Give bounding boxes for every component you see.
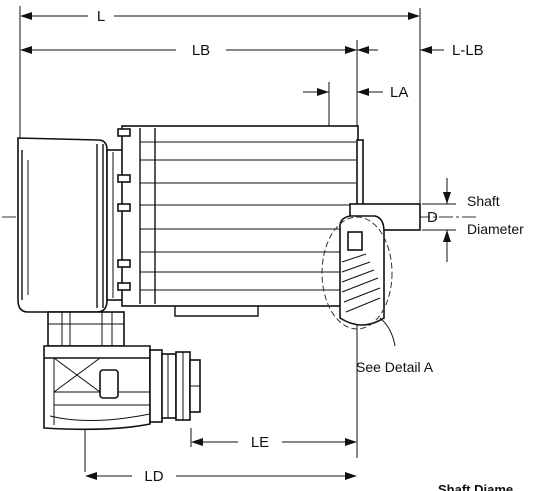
dimension-LA: LA: [303, 84, 408, 101]
connector-elbow: [43, 345, 151, 431]
motor-flange-ring: [106, 149, 124, 301]
dimension-D-label: D: [427, 209, 438, 226]
shaft-label-line1: Shaft: [467, 193, 500, 209]
dimension-LD: LD: [85, 468, 357, 485]
dimension-D: D Shaft Diameter: [422, 178, 524, 262]
motor-end-cap: [17, 137, 108, 313]
motor-body: [117, 125, 359, 317]
dimension-LB: LB: [20, 42, 357, 59]
dimension-L-LB: L-LB: [357, 42, 484, 59]
detail-a-callout: See Detail A: [321, 216, 434, 375]
dimension-LE: LE: [191, 434, 357, 451]
shaft-diameter-heading: Shaft Diame: [438, 482, 513, 491]
detail-a-cutaway: [339, 215, 385, 326]
dimension-L: L: [20, 8, 420, 25]
dimension-LD-label: LD: [144, 468, 163, 485]
connector-coupling-nut: [149, 349, 201, 423]
dimension-L-label: L: [97, 8, 105, 25]
dimension-LA-label: LA: [390, 84, 408, 101]
dimension-LE-label: LE: [251, 434, 269, 451]
see-detail-label: See Detail A: [356, 359, 434, 375]
dimension-L-LB-label: L-LB: [452, 42, 484, 59]
dimension-LB-label: LB: [192, 42, 210, 59]
connector-stem: [47, 311, 125, 347]
shaft-label-line2: Diameter: [467, 221, 524, 237]
